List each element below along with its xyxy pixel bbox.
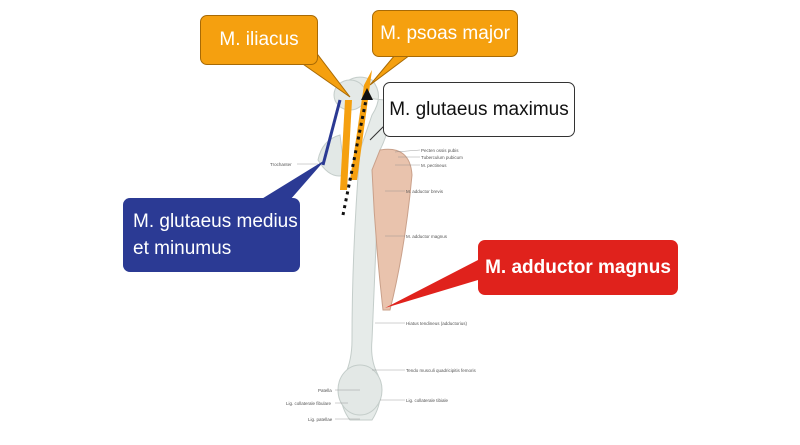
label-trochanter: Trochanter <box>270 162 292 167</box>
iliacus-line <box>340 100 352 190</box>
label-pectineus: M. pectineus <box>421 163 447 168</box>
psoas-pointer <box>369 54 412 86</box>
callout-glutaeus-medius: M. glutaeus medius et minumus <box>123 198 300 272</box>
callout-iliacus-text: M. iliacus <box>219 29 299 50</box>
label-adductor-magnus: M. adductor magnus <box>406 234 448 239</box>
callout-glutaeus-maximus-text: M. glutaeus maximus <box>389 98 569 120</box>
label-tendo: Tendo musculi quadricipitis femoris <box>406 368 476 373</box>
adductor-muscles <box>371 148 413 311</box>
callout-adductor-magnus-text: M. adductor magnus <box>485 256 671 278</box>
callout-glutaeus-maximus: M. glutaeus maximus <box>383 82 575 137</box>
label-patella: Patella <box>318 388 332 393</box>
callout-iliacus: M. iliacus <box>200 15 318 65</box>
adductor-pointer <box>385 260 478 308</box>
callout-psoas-text: M. psoas major <box>380 22 510 44</box>
glut-med-pointer <box>260 160 325 200</box>
label-tuberculum: Tuberculum pubicum <box>421 155 463 160</box>
callout-glutaeus-medius-line2: et minumus <box>133 238 232 259</box>
arrow-head-icon <box>361 88 373 100</box>
label-pecten: Pecten ossis pubis <box>421 148 459 153</box>
label-lig-tibiale: Lig. collaterale tibiale <box>406 398 449 403</box>
trochanter <box>317 134 346 177</box>
glut-med-line <box>321 99 342 166</box>
label-lig-fibulare: Lig. collaterale fibulare <box>286 401 332 406</box>
label-lig-patellae: Lig. patellae <box>308 417 333 422</box>
label-adductor-brevis: M. adductor brevis <box>406 189 444 194</box>
callout-glutaeus-medius-line1: M. glutaeus medius <box>133 211 298 232</box>
callout-adductor-magnus: M. adductor magnus <box>478 240 678 295</box>
callout-psoas: M. psoas major <box>372 10 518 57</box>
label-hiatus: Hiatus tendineus (adductorius) <box>406 321 468 326</box>
